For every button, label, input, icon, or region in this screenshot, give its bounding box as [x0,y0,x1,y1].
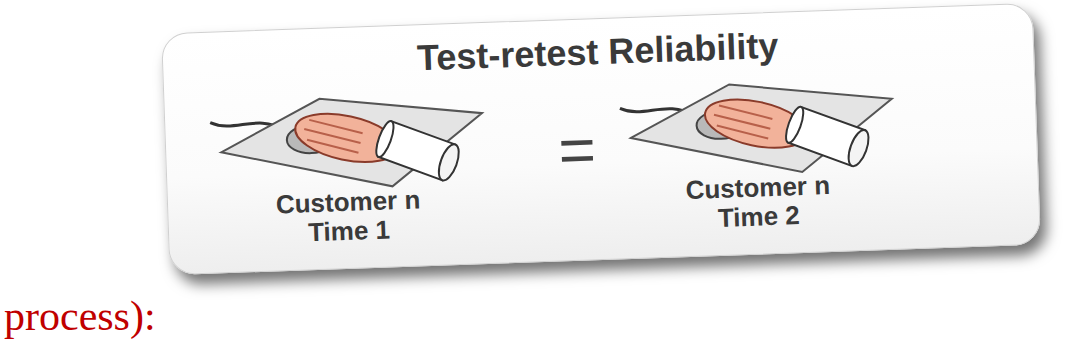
diagram-title: Test-retest Reliability [416,25,779,80]
mouse-icon [209,93,484,192]
card-panel: Test-retest ReliabilityCustomer n Time 1… [161,3,1041,275]
time-label: Customer n Time 1 [258,185,440,249]
body-text: process): [4,292,156,340]
equals-sign: = [557,117,597,182]
time-label: Customer n Time 2 [667,170,849,234]
title-box: Test-retest Reliability [416,25,779,80]
equals-sign-box: = [557,117,597,182]
time-label-box: Customer n Time 1 [258,185,440,249]
mouse-icon [619,79,894,178]
time-label-box: Customer n Time 2 [667,170,849,234]
body-text-box: process): [4,292,156,340]
